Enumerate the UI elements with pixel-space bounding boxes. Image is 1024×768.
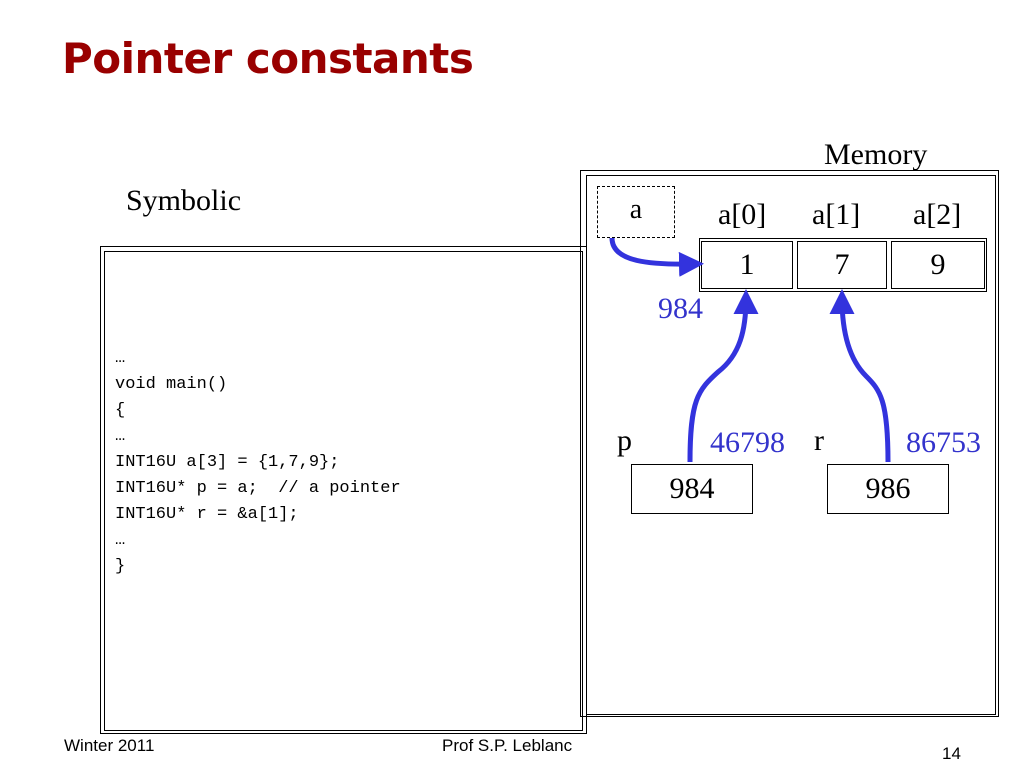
code-line: …: [115, 531, 126, 550]
code-line: INT16U* r = &a[1];: [115, 505, 299, 524]
cell-label-a0: a[0]: [718, 198, 767, 231]
pointer-r-arrow: [829, 289, 891, 463]
array-name-box: a: [597, 186, 675, 238]
code-line: INT16U* p = a; // a pointer: [115, 479, 401, 498]
code-line: {: [115, 401, 126, 420]
page-number: 14: [942, 744, 961, 763]
pointer-r-cell: 986: [827, 464, 949, 514]
array-address: 984: [658, 292, 703, 325]
cell-label-a1: a[1]: [812, 198, 861, 231]
pointer-r-address: 86753: [906, 426, 981, 459]
array-cell-0: 1: [701, 241, 793, 289]
code-listing: … void main() { … INT16U a[3] = {1,7,9};…: [115, 346, 401, 580]
array-cell-2: 9: [891, 241, 985, 289]
array-cell-1: 7: [797, 241, 887, 289]
memory-panel-shadow: [580, 170, 999, 717]
code-line: INT16U a[3] = {1,7,9};: [115, 453, 340, 472]
pointer-p-address: 46798: [710, 426, 785, 459]
footer-center: Prof S.P. Leblanc: [442, 736, 573, 755]
pointer-p-arrow: [687, 289, 759, 463]
code-line: …: [115, 427, 126, 446]
pointer-r-name: r: [814, 424, 824, 457]
pointer-p-cell: 984: [631, 464, 753, 514]
code-panel: … void main() { … INT16U a[3] = {1,7,9};…: [104, 251, 583, 731]
array-name-arrow: [609, 237, 704, 277]
pointer-p-name: p: [617, 424, 632, 457]
code-line: }: [115, 557, 126, 576]
footer-left: Winter 2011: [64, 736, 155, 755]
code-line: …: [115, 349, 126, 368]
symbolic-label: Symbolic: [126, 184, 242, 217]
memory-label: Memory: [824, 138, 928, 171]
code-line: void main(): [115, 375, 228, 394]
slide-title: Pointer constants: [62, 34, 474, 83]
memory-panel: [586, 175, 996, 715]
cell-label-a2: a[2]: [913, 198, 962, 231]
